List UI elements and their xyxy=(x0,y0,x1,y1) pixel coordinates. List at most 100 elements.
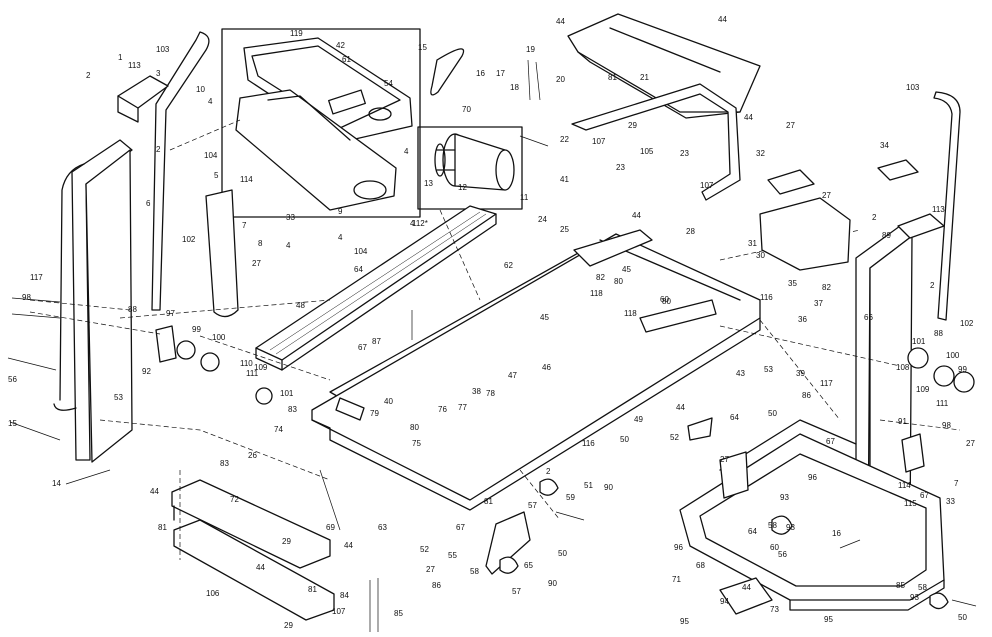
part-label-38: 38 xyxy=(472,387,481,396)
part-label-118-2: 118 xyxy=(590,289,603,298)
part-number-labels: 1222223444445677891011121314151516161718… xyxy=(8,15,975,630)
part-label-84: 84 xyxy=(340,591,349,600)
part-label-83-2: 83 xyxy=(220,459,229,468)
part-label-2: 2 xyxy=(86,71,91,80)
part-label-93-2: 93 xyxy=(786,523,795,532)
front-crossbar xyxy=(571,83,741,201)
part-label-50-3: 50 xyxy=(558,549,567,558)
part-label-16: 16 xyxy=(476,69,485,78)
part-label-106: 106 xyxy=(206,589,220,598)
part-label-36: 36 xyxy=(798,315,807,324)
part-label-33-2: 33 xyxy=(946,497,955,506)
part-label-73: 73 xyxy=(770,605,779,614)
part-label-74: 74 xyxy=(274,425,283,434)
part-label-100: 100 xyxy=(212,333,226,342)
part-label-116: 116 xyxy=(760,293,773,302)
part-label-27-5: 27 xyxy=(720,455,729,464)
part-label-2-3: 2 xyxy=(872,213,877,222)
part-label-29-2: 29 xyxy=(282,537,291,546)
part-label-113: 113 xyxy=(128,61,141,70)
part-label-64: 64 xyxy=(354,265,363,274)
left-side-rail xyxy=(255,205,497,371)
part-label-77: 77 xyxy=(458,403,467,412)
part-label-61: 61 xyxy=(342,55,351,64)
part-label-44-4: 44 xyxy=(632,211,641,220)
part-label-60: 60 xyxy=(660,295,669,304)
part-label-52: 52 xyxy=(670,433,679,442)
part-label-111-2: 111 xyxy=(936,399,949,408)
part-label-7: 7 xyxy=(242,221,247,230)
part-label-44-7: 44 xyxy=(344,541,353,550)
part-label-113-2: 113 xyxy=(932,205,945,214)
part-label-37: 37 xyxy=(814,299,823,308)
part-label-96-2: 96 xyxy=(808,473,817,482)
part-label-93-3: 93 xyxy=(910,593,919,602)
part-label-103-2: 103 xyxy=(906,83,920,92)
part-label-93: 93 xyxy=(780,493,789,502)
part-label-11: 11 xyxy=(520,193,529,202)
part-label-43: 43 xyxy=(736,369,745,378)
part-label-27-6: 27 xyxy=(966,439,975,448)
part-label-96: 96 xyxy=(674,543,683,552)
part-label-108: 108 xyxy=(896,363,910,372)
part-label-81-3: 81 xyxy=(484,497,493,506)
part-label-104: 104 xyxy=(204,151,218,160)
part-label-58: 58 xyxy=(470,567,479,576)
part-label-64-3: 64 xyxy=(748,527,757,536)
part-label-92: 92 xyxy=(142,367,151,376)
part-label-30: 30 xyxy=(756,251,765,260)
pull-bracket xyxy=(205,189,239,318)
part-label-72: 72 xyxy=(230,495,239,504)
part-label-2-4: 2 xyxy=(930,281,935,290)
part-label-85: 85 xyxy=(394,609,403,618)
part-label-66: 66 xyxy=(864,313,873,322)
part-label-5: 5 xyxy=(214,171,219,180)
part-label-67-4: 67 xyxy=(920,491,929,500)
part-label-9: 9 xyxy=(338,207,343,216)
part-label-31: 31 xyxy=(748,239,757,248)
part-label-67: 67 xyxy=(358,343,367,352)
part-label-15-2: 15 xyxy=(418,43,427,52)
part-label-52-2: 52 xyxy=(420,545,429,554)
part-label-44-9: 44 xyxy=(742,583,751,592)
part-label-34: 34 xyxy=(880,141,889,150)
part-label-23-2: 23 xyxy=(680,149,689,158)
part-label-83: 83 xyxy=(288,405,297,414)
part-label-50-2: 50 xyxy=(768,409,777,418)
part-label-24: 24 xyxy=(538,215,547,224)
part-label-8: 8 xyxy=(258,239,263,248)
part-label-95-2: 95 xyxy=(824,615,833,624)
front-roller xyxy=(573,229,653,267)
part-label-101-2: 101 xyxy=(912,337,926,346)
part-label-4-5: 4 xyxy=(410,219,415,228)
part-label-32: 32 xyxy=(756,149,765,158)
part-label-90: 90 xyxy=(604,483,613,492)
part-label-81-4: 81 xyxy=(308,585,317,594)
part-label-102: 102 xyxy=(182,235,196,244)
part-label-27-3: 27 xyxy=(822,191,831,200)
part-label-101: 101 xyxy=(280,389,294,398)
part-label-109: 109 xyxy=(254,363,268,372)
part-label-107-2: 107 xyxy=(700,181,714,190)
part-label-69: 69 xyxy=(326,523,335,532)
part-label-57-2: 57 xyxy=(512,587,521,596)
part-label-89: 89 xyxy=(882,231,891,240)
part-label-41: 41 xyxy=(560,175,569,184)
part-label-27-2: 27 xyxy=(786,121,795,130)
part-label-68: 68 xyxy=(696,561,705,570)
part-label-99-2: 99 xyxy=(958,365,967,374)
part-label-90-2: 90 xyxy=(548,579,557,588)
part-label-22: 22 xyxy=(560,135,569,144)
part-label-71: 71 xyxy=(672,575,681,584)
part-label-20: 20 xyxy=(556,75,565,84)
part-label-16-2: 16 xyxy=(832,529,841,538)
console-inset xyxy=(221,28,421,218)
part-label-7-2: 7 xyxy=(954,479,959,488)
part-label-80-2: 80 xyxy=(662,297,671,306)
part-label-2-2: 2 xyxy=(156,145,161,154)
part-label-85-2: 85 xyxy=(896,581,905,590)
part-label-62: 62 xyxy=(504,261,513,270)
part-label-80: 80 xyxy=(614,277,623,286)
part-label-119: 119 xyxy=(290,29,303,38)
